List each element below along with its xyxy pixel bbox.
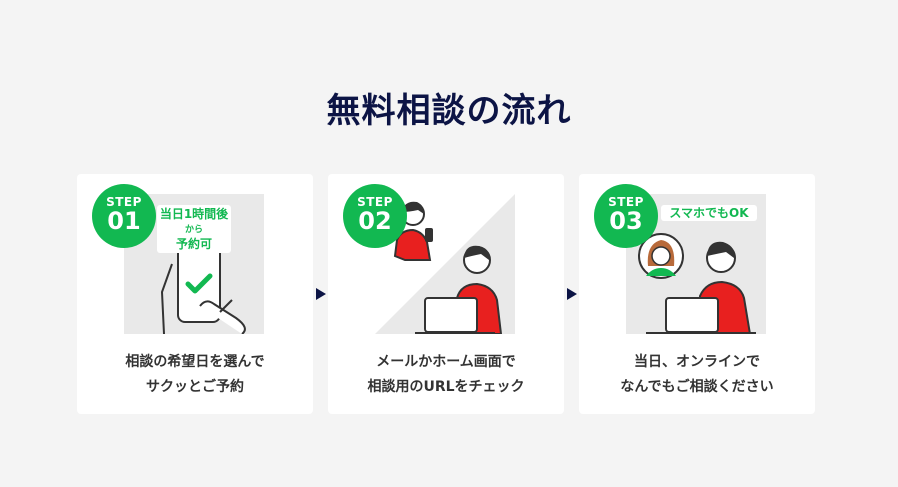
step-badge-01: STEP 01 bbox=[92, 184, 156, 248]
step-card-02: STEP 02 メールかホーム画面で 相談用のURLをチェック bbox=[328, 174, 564, 414]
caption-line2: なんでもご相談ください bbox=[620, 379, 774, 395]
page-title: 無料相談の流れ bbox=[326, 91, 572, 131]
step-number: 02 bbox=[358, 207, 392, 235]
arrow-right-icon bbox=[316, 288, 326, 300]
caption-line2: サクッとご予約 bbox=[146, 379, 244, 395]
tag-main: 当日1時間後 bbox=[159, 207, 229, 221]
step-label: STEP bbox=[106, 195, 142, 209]
step-label: STEP bbox=[357, 195, 393, 209]
tag-small: から bbox=[184, 225, 203, 235]
step-number: 03 bbox=[609, 207, 643, 235]
step-badge-03: STEP 03 bbox=[594, 184, 658, 248]
step-tag-01: 当日1時間後から 予約可 bbox=[157, 205, 231, 253]
step-caption-02: メールかホーム画面で 相談用のURLをチェック bbox=[328, 350, 564, 400]
step-caption-03: 当日、オンラインで なんでもご相談ください bbox=[579, 350, 815, 400]
step-caption-01: 相談の希望日を選んで サクッとご予約 bbox=[77, 350, 313, 400]
caption-line1: 相談の希望日を選んで bbox=[125, 354, 265, 370]
caption-line1: 当日、オンラインで bbox=[634, 354, 760, 370]
step-badge-02: STEP 02 bbox=[343, 184, 407, 248]
step-number: 01 bbox=[107, 207, 141, 235]
tag-main: スマホでもOK bbox=[669, 206, 749, 220]
step-tag-03: スマホでもOK bbox=[661, 205, 757, 221]
step-card-01: STEP 01 当日1時間後から 予約可 相談の希望日を選んで サクッとご予約 bbox=[77, 174, 313, 414]
step-label: STEP bbox=[608, 195, 644, 209]
arrow-right-icon bbox=[567, 288, 577, 300]
caption-line2: 相談用のURLをチェック bbox=[367, 379, 525, 395]
caption-line1: メールかホーム画面で bbox=[376, 354, 516, 370]
step-card-03: STEP 03 スマホでもOK 当日、オンラインで なんでもご相談ください bbox=[579, 174, 815, 414]
tag-line2: 予約可 bbox=[175, 237, 212, 251]
url-check-illustration bbox=[375, 194, 515, 334]
